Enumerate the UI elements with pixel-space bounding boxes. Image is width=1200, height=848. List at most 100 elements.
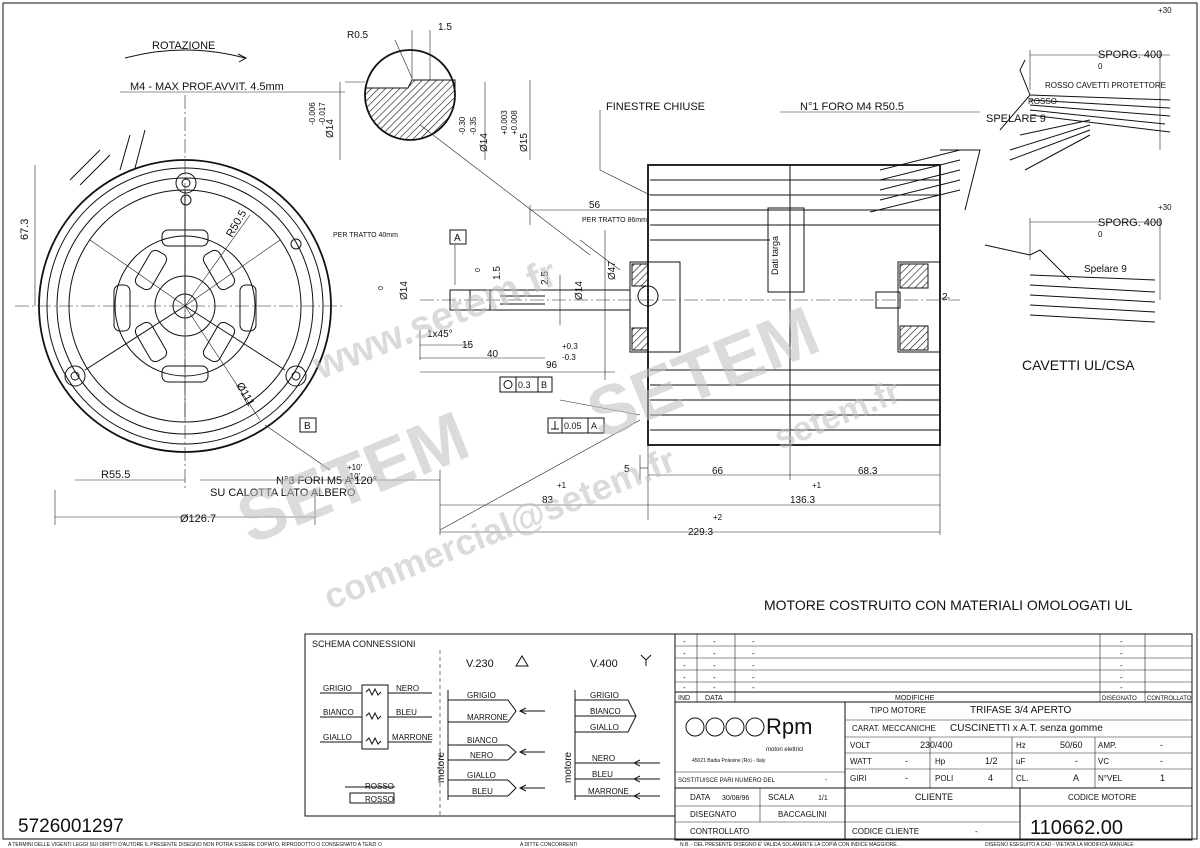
- hz-value: 50/60: [1060, 740, 1083, 750]
- tol-136: +1: [812, 481, 822, 490]
- dim-1-5-shaft: 1.5: [492, 266, 503, 280]
- dim-2-5: 2.5: [540, 271, 551, 285]
- nvel-label: N°VEL: [1098, 774, 1123, 783]
- rev-2-dis: -: [1120, 649, 1123, 658]
- cl-label: CL.: [1016, 774, 1028, 783]
- delta-wire-3: BIANCO: [467, 736, 498, 745]
- rotation-label: ROTAZIONE: [152, 40, 215, 52]
- star-symbol: [640, 654, 652, 666]
- dim-15: 15: [462, 340, 474, 351]
- footer-right-1: N.B. - DEL PRESENTE DISEGNO E' VALIDA SO…: [680, 842, 898, 848]
- cables-top: [999, 50, 1171, 171]
- wire-right-1: NERO: [396, 684, 419, 693]
- dim-d111: Ø111: [233, 381, 256, 409]
- closed-windows-label: FINESTRE CHIUSE: [606, 101, 705, 113]
- wire-left-3: GIALLO: [323, 733, 352, 742]
- tol-b: -0.017: [318, 102, 327, 125]
- rev-2-ind: -: [683, 649, 686, 658]
- tol-plus30-bot: +30: [1158, 203, 1172, 212]
- dim-d14-shaft2: Ø14: [574, 281, 585, 300]
- rev-3-ind: -: [683, 661, 686, 670]
- giri-value: -: [905, 773, 908, 783]
- rosso-top-1: ROSSO: [1045, 81, 1074, 90]
- star-wire-4: NERO: [592, 754, 615, 763]
- rev-header-data: DATA: [705, 695, 723, 702]
- brand-address: 45021 Badia Polesine (Ro) - Italy: [692, 758, 766, 764]
- wire-right-3: MARRONE: [392, 733, 433, 742]
- tol-96-minus: -0.3: [562, 353, 576, 362]
- dim-2: 2: [942, 292, 948, 303]
- amp-value: -: [1160, 740, 1163, 750]
- rev-header-dis: DISEGNATO: [1102, 696, 1137, 702]
- motor-code: 110662.00: [1030, 817, 1123, 839]
- carat-value: CUSCINETTI x A.T. senza gomme: [950, 723, 1103, 734]
- sporg-bot: SPORG. 400: [1098, 217, 1162, 229]
- star-wire-1: GRIGIO: [590, 691, 619, 700]
- uf-label: uF: [1016, 757, 1025, 766]
- amp-label: AMP.: [1098, 741, 1117, 750]
- front-view: [15, 49, 440, 525]
- delta-wire-1: GRIGIO: [467, 691, 496, 700]
- rosso-b: ROSSO: [365, 795, 394, 804]
- runout-frame: [499, 376, 553, 393]
- scala-label: SCALA: [768, 793, 795, 802]
- rev-4-mod: -: [752, 673, 755, 682]
- cables-bottom: [984, 218, 1161, 323]
- dim-56: 56: [589, 200, 601, 211]
- tol-shaft-1: 0: [378, 286, 385, 290]
- vc-value: -: [1160, 756, 1163, 766]
- per-tratto-86: PER TRATTO 86mm: [582, 217, 647, 224]
- dim-d14-a: Ø14: [325, 119, 336, 138]
- tol-shaft-2: 0: [475, 268, 482, 272]
- rev-3-mod: -: [752, 661, 755, 670]
- giri-label: GIRI: [850, 774, 866, 783]
- star-wire-6: MARRONE: [588, 787, 629, 796]
- wire-left-1: GRIGIO: [323, 684, 352, 693]
- datum-a: A: [454, 233, 461, 244]
- part-number: 5726001297: [18, 816, 124, 837]
- date-label: DATA: [690, 793, 711, 802]
- runout-value: 0.3: [518, 380, 531, 390]
- tol-plus10: +10': [347, 463, 363, 472]
- rosso-top-2: ROSSO: [1028, 97, 1057, 106]
- m4-label: M4 - MAX PROF.AVVIT. 4.5mm: [130, 81, 284, 93]
- runout-datum: B: [541, 380, 547, 390]
- wire-right-2: BLEU: [396, 708, 417, 717]
- perp-value: 0.05: [564, 421, 582, 431]
- rev-header-ctrl: CONTROLLATO: [1147, 696, 1192, 702]
- rev-5-mod: -: [752, 683, 755, 692]
- drawn-value: BACCAGLINI: [778, 810, 826, 819]
- rev-header-mod: MODIFICHE: [895, 695, 935, 702]
- dim-r50-5: R50.5: [224, 208, 249, 239]
- tol-229: +2: [713, 513, 723, 522]
- watermark-1: www.setem.fr: [306, 251, 563, 389]
- codice-motore-label: CODICE MOTORE: [1068, 793, 1136, 802]
- dim-83: 83: [542, 495, 554, 506]
- tol-a: -0.006: [308, 102, 317, 125]
- datum-b-box: [299, 417, 317, 433]
- plate-label: Dati targa: [770, 236, 780, 275]
- sporg-zero-bot: 0: [1098, 230, 1103, 239]
- tol-83: +1: [557, 481, 567, 490]
- tipo-motore-value: TRIFASE 3/4 APERTO: [970, 705, 1072, 716]
- v230-label: V.230: [466, 658, 494, 670]
- rev-3-dis: -: [1120, 661, 1123, 670]
- star-wire-5: BLEU: [592, 770, 613, 779]
- dim-d14-shaft: Ø14: [399, 281, 410, 300]
- rev-4-dis: -: [1120, 673, 1123, 682]
- codice-cliente-value: -: [975, 827, 978, 836]
- drawn-label: DISEGNATO: [690, 810, 736, 819]
- shell-side-label: SU CALOTTA LATO ALBERO: [210, 487, 356, 499]
- dim-d15: Ø15: [519, 133, 530, 152]
- tol-d: -0.35: [469, 116, 478, 135]
- dim-66: 66: [712, 466, 724, 477]
- rev-2-date: -: [713, 649, 716, 658]
- holes-m5-label: N°3 FORI M5 A 120°: [276, 475, 377, 487]
- codice-cliente-label: CODICE CLIENTE: [852, 827, 919, 836]
- rev-5-dis: -: [1120, 683, 1123, 692]
- rev-4-date: -: [713, 673, 716, 682]
- brand-sub: motori elettrici: [766, 747, 803, 753]
- tol-96-plus: +0.3: [562, 342, 578, 351]
